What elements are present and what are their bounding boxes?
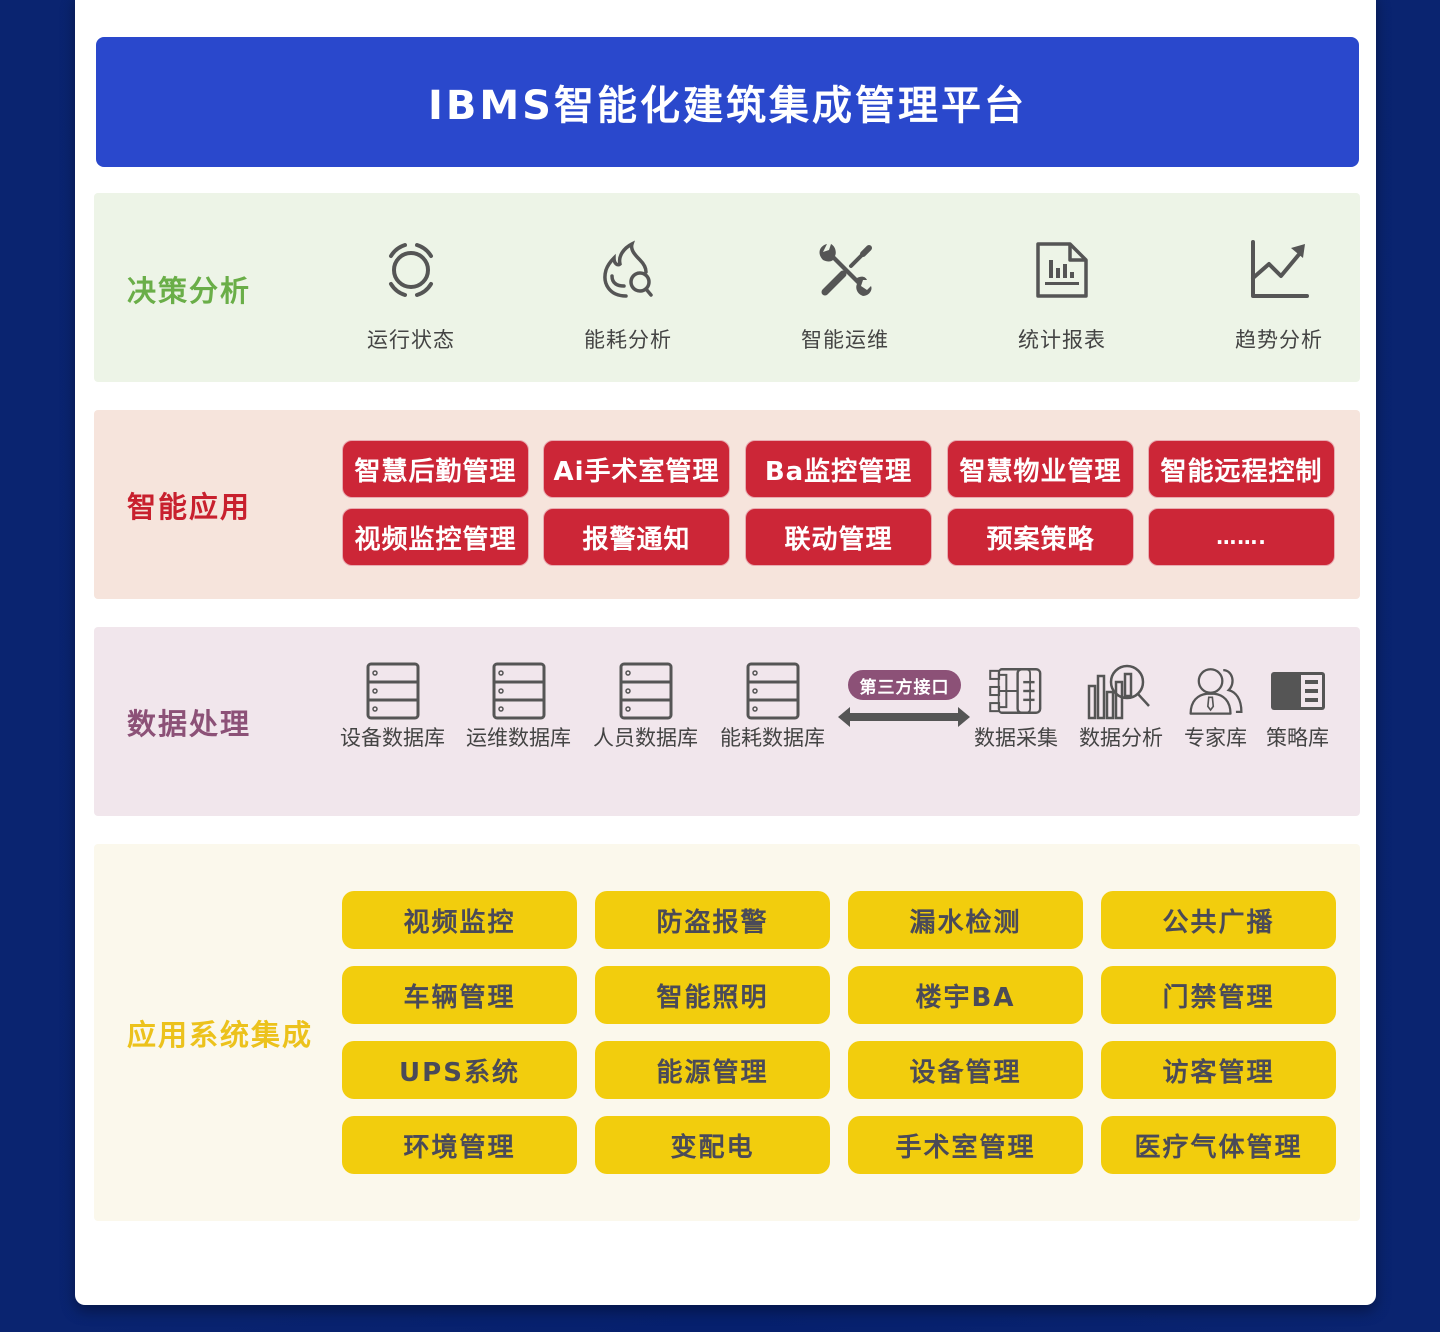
system-button[interactable]: 公共广播 [1101,891,1336,949]
database-label: 运维数据库 [466,726,571,750]
data-analysis-icon [1087,664,1150,720]
integration-layer: 应用系统集成 视频监控 防盗报警 漏水检测 公共广播 车辆管理 智能照明 楼宇B… [94,844,1360,1221]
database-label: 人员数据库 [593,726,698,750]
system-button[interactable]: 漏水检测 [848,891,1083,949]
decision-item-trend[interactable]: 趋势分析 [1209,238,1349,354]
tool-label: 数据采集 [974,726,1058,750]
database-server-icon [492,662,545,720]
decision-layer-label: 决策分析 [127,274,252,308]
tool-label: 策略库 [1266,726,1329,750]
decision-item-status[interactable]: 运行状态 [341,238,481,354]
tool-label: 专家库 [1184,726,1247,750]
app-button[interactable]: Ai手术室管理 [543,440,730,498]
double-arrow-icon [838,707,970,727]
integration-layer-label: 应用系统集成 [127,1018,314,1052]
app-button[interactable]: 视频监控管理 [342,508,529,566]
decision-item-label: 能耗分析 [584,328,672,352]
decision-item-label: 运行状态 [367,328,455,352]
tool-item-experts[interactable]: 专家库 [1184,662,1247,752]
flame-search-icon [603,240,653,298]
strategy-panel-icon [1270,672,1325,710]
database-item[interactable]: 能耗数据库 [720,662,825,752]
system-button[interactable]: 视频监控 [342,891,577,949]
more-button[interactable]: ……. [1148,508,1335,566]
app-button[interactable]: 智慧物业管理 [947,440,1134,498]
database-item[interactable]: 运维数据库 [466,662,571,752]
decision-item-label: 智能运维 [801,328,889,352]
smart-apps-layer: 智能应用 智慧后勤管理 Ai手术室管理 Ba监控管理 智慧物业管理 智能远程控制… [94,410,1360,599]
system-button[interactable]: 访客管理 [1101,1041,1336,1099]
app-button[interactable]: Ba监控管理 [745,440,932,498]
system-button[interactable]: 环境管理 [342,1116,577,1174]
system-button[interactable]: 防盗报警 [595,891,830,949]
app-button[interactable]: 联动管理 [745,508,932,566]
system-button[interactable]: 变配电 [595,1116,830,1174]
page-title: IBMS智能化建筑集成管理平台 [96,37,1359,167]
tool-item-analysis[interactable]: 数据分析 [1079,662,1163,752]
system-button[interactable]: 医疗气体管理 [1101,1116,1336,1174]
database-item[interactable]: 人员数据库 [593,662,698,752]
decision-item-label: 统计报表 [1018,328,1106,352]
system-button[interactable]: 设备管理 [848,1041,1083,1099]
system-button[interactable]: 智能照明 [595,966,830,1024]
app-button[interactable]: 智能远程控制 [1148,440,1335,498]
decision-item-ops[interactable]: 智能运维 [775,238,915,354]
decision-item-report[interactable]: 统计报表 [992,238,1132,354]
system-button[interactable]: 能源管理 [595,1041,830,1099]
data-collection-icon [989,668,1042,714]
smart-apps-layer-label: 智能应用 [127,490,252,524]
system-button[interactable]: UPS系统 [342,1041,577,1099]
database-server-icon [366,662,419,720]
decision-layer: 决策分析 运行状态 能耗分析 智能运维 [94,193,1360,382]
database-label: 设备数据库 [340,726,445,750]
database-server-icon [619,662,672,720]
decision-item-label: 趋势分析 [1235,328,1323,352]
tool-item-strategy[interactable]: 策略库 [1266,662,1329,752]
database-item[interactable]: 设备数据库 [340,662,445,752]
app-button[interactable]: 报警通知 [543,508,730,566]
app-button[interactable]: 智慧后勤管理 [342,440,529,498]
report-document-icon [1036,242,1088,298]
wrench-screwdriver-icon [819,244,872,296]
system-button[interactable]: 手术室管理 [848,1116,1083,1174]
app-button[interactable]: 预案策略 [947,508,1134,566]
third-party-interface-badge: 第三方接口 [848,670,961,700]
data-processing-layer-label: 数据处理 [127,707,252,741]
data-processing-layer: 数据处理 设备数据库 运维数据库 [94,627,1360,816]
decision-item-energy[interactable]: 能耗分析 [558,238,698,354]
system-button[interactable]: 车辆管理 [342,966,577,1024]
database-server-icon [746,662,799,720]
trend-chart-icon [1251,240,1309,298]
tool-item-collection[interactable]: 数据采集 [974,662,1058,752]
system-button[interactable]: 门禁管理 [1101,966,1336,1024]
database-label: 能耗数据库 [720,726,825,750]
tool-label: 数据分析 [1079,726,1163,750]
system-button[interactable]: 楼宇BA [848,966,1083,1024]
expert-users-icon [1188,668,1243,715]
status-ring-icon [389,243,433,297]
